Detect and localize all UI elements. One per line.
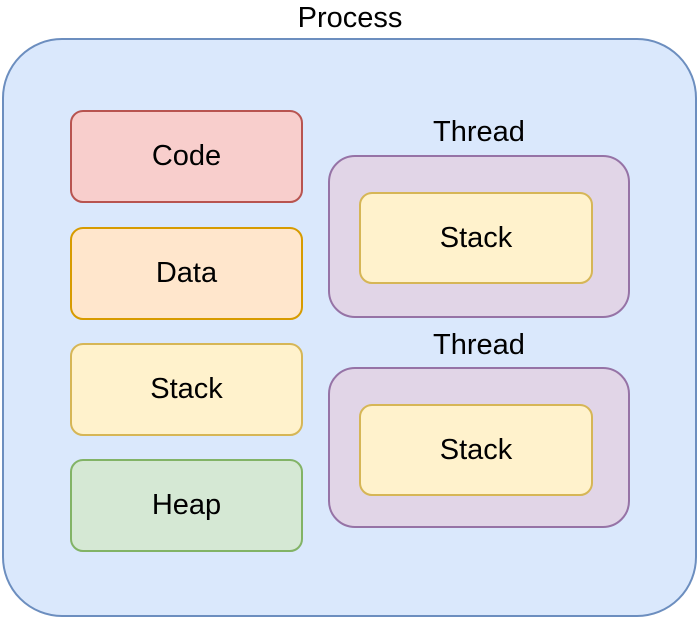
process-title-label: Process bbox=[297, 2, 403, 34]
segment-code: Code bbox=[70, 110, 303, 203]
thread-1-label: Thread bbox=[433, 116, 525, 148]
thread-2-container: Stack bbox=[328, 367, 630, 528]
thread-2-stack: Stack bbox=[359, 404, 593, 496]
segment-data: Data bbox=[70, 227, 303, 320]
thread-2-label: Thread bbox=[433, 329, 525, 361]
thread-1-stack: Stack bbox=[359, 192, 593, 284]
thread-1-container: Stack bbox=[328, 155, 630, 318]
segment-heap: Heap bbox=[70, 459, 303, 552]
segment-stack: Stack bbox=[70, 343, 303, 436]
